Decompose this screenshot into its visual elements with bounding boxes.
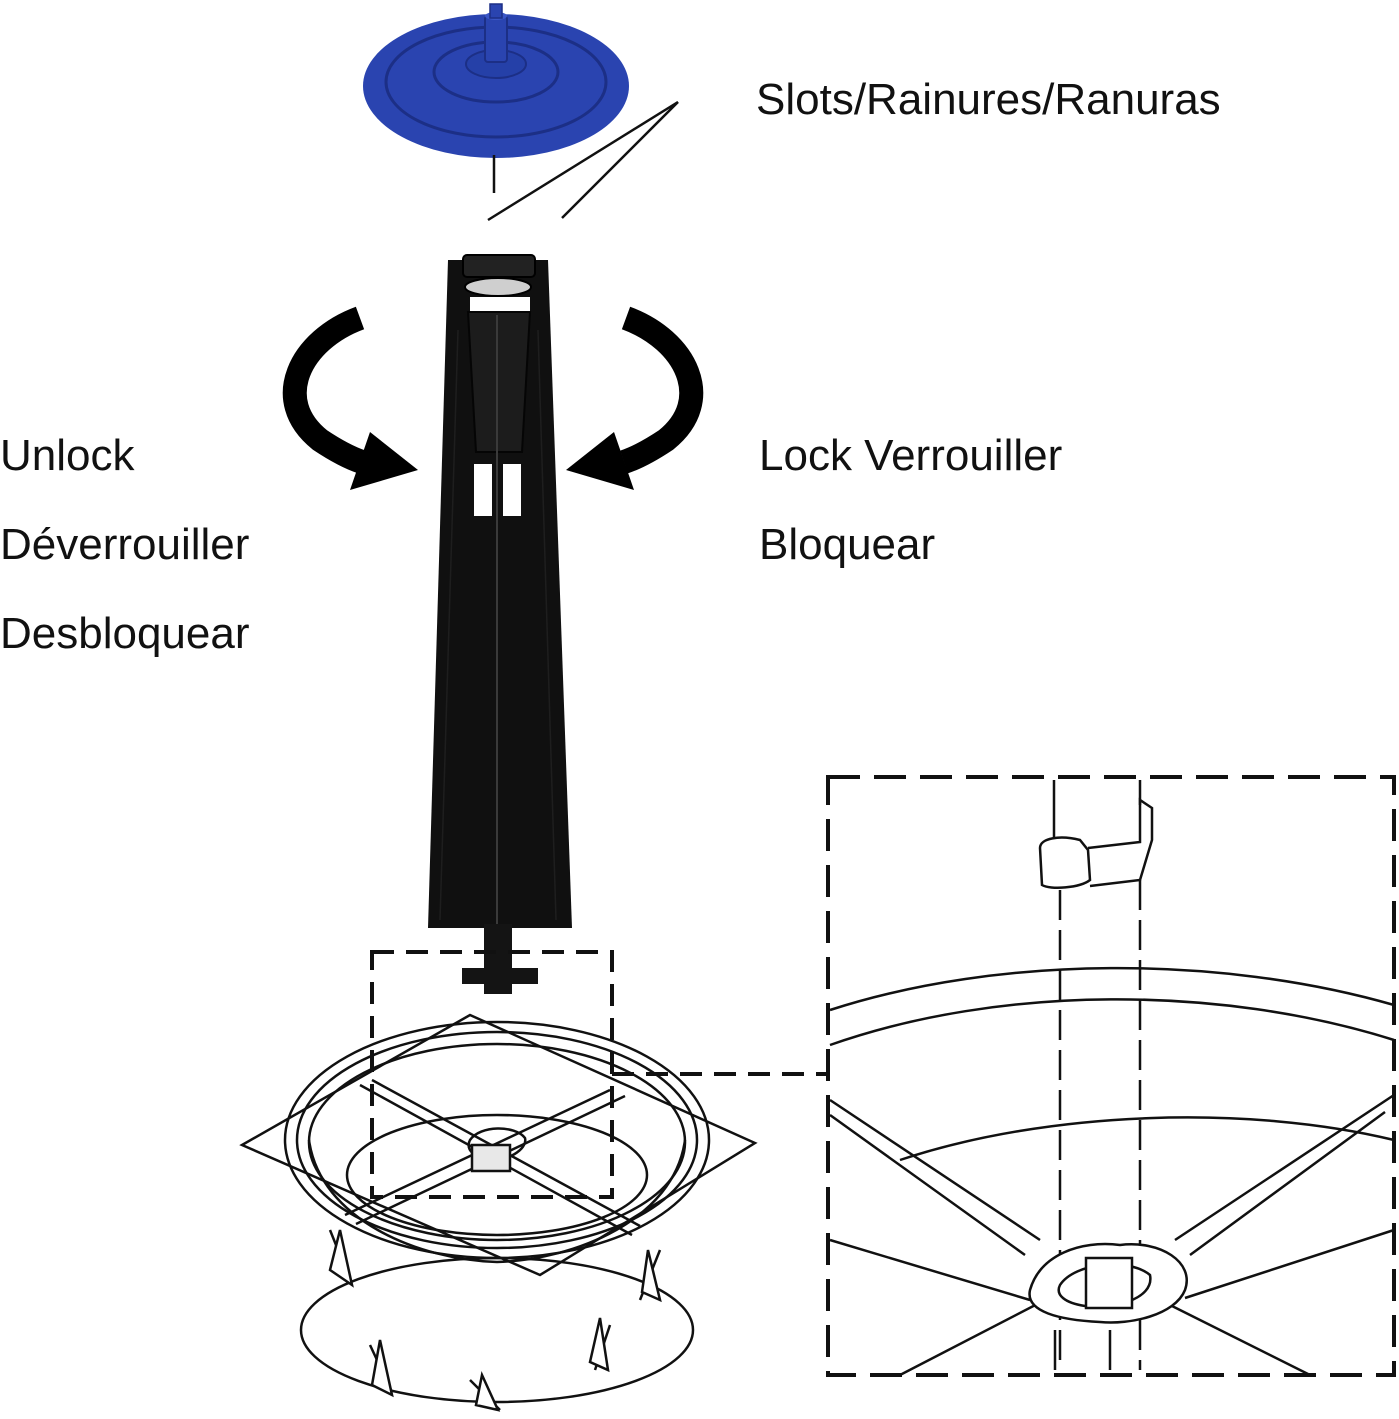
unlock-label-fr: Déverrouiller <box>0 520 250 569</box>
slots-pointer-lines <box>487 100 679 222</box>
lock-label-es: Bloquear <box>759 520 936 569</box>
callout-box-zoom <box>826 775 1396 1377</box>
unlock-label-en: Unlock <box>0 431 135 480</box>
lock-label-en-fr: Lock Verrouiller <box>759 431 1063 480</box>
curved-arrow-clockwise-icon <box>282 306 418 490</box>
curved-arrow-counterclockwise-icon <box>566 306 704 490</box>
unlock-label-es: Desbloquear <box>0 609 250 658</box>
callout-box-small <box>370 950 614 1199</box>
black-post <box>428 254 572 994</box>
slots-label: Slots/Rainures/Ranuras <box>756 75 1221 124</box>
base-assembly <box>239 1013 758 1412</box>
blue-cap <box>363 3 629 158</box>
